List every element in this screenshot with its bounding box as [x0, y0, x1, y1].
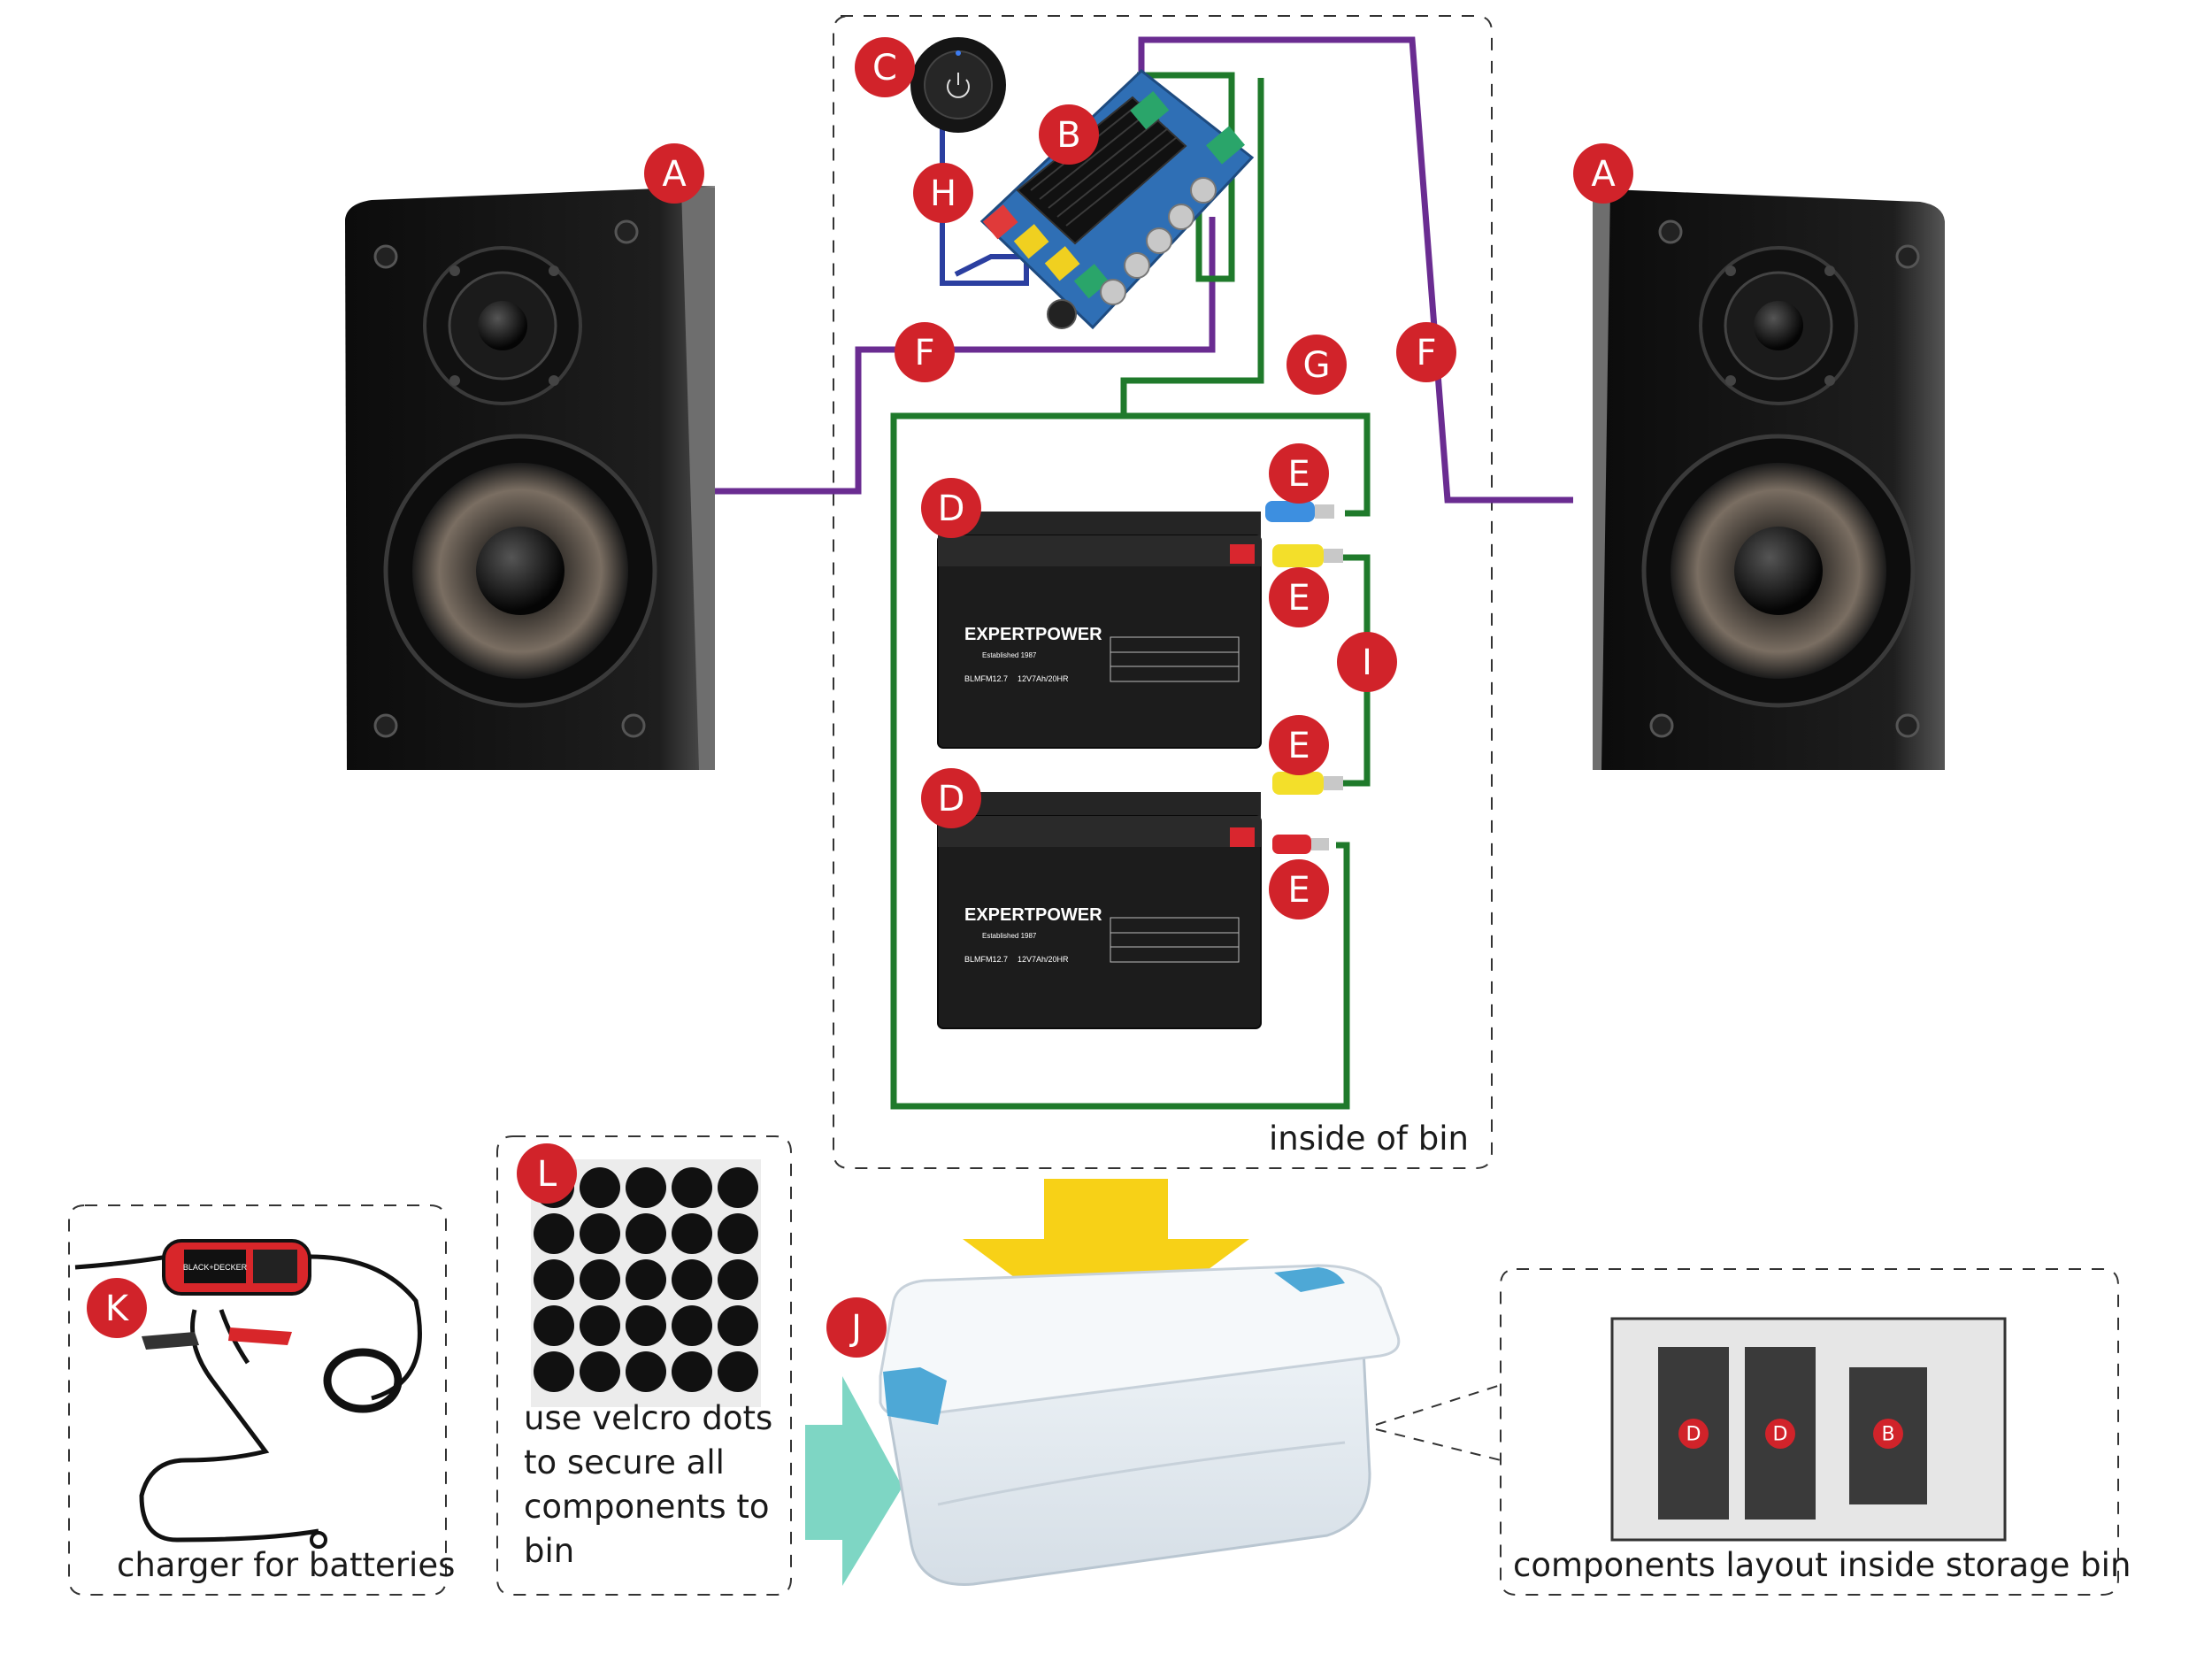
battery-rating-2: 12V7Ah/20HR	[1018, 955, 1069, 964]
battery-model-2: BLMFM12.7	[964, 955, 1008, 964]
label-a-left: A	[662, 154, 687, 195]
velcro-dot	[718, 1213, 758, 1254]
label-e-4: E	[1287, 870, 1310, 911]
right-speaker	[1593, 188, 1945, 770]
battery-brand-2: EXPERTPOWER	[964, 905, 1102, 925]
velcro-dot	[626, 1305, 666, 1346]
charger-caption: charger for batteries	[117, 1546, 456, 1584]
battery-brand: EXPERTPOWER	[964, 625, 1102, 644]
label-i: I	[1362, 642, 1372, 683]
label-e-2: E	[1287, 578, 1310, 619]
label-f-right: F	[1416, 333, 1436, 373]
speaker-wires	[715, 36, 1573, 504]
label-f-left: F	[914, 333, 934, 373]
inside-bin-caption: inside of bin	[1269, 1120, 1469, 1158]
down-arrow	[963, 1179, 1249, 1345]
label-g: G	[1303, 345, 1331, 386]
terminal-yellow-icon-1	[1272, 544, 1343, 567]
inside-bin-frame	[833, 15, 1493, 1169]
label-d-top: D	[938, 489, 965, 529]
velcro-dot	[580, 1351, 620, 1392]
battery-rating: 12V7Ah/20HR	[1018, 674, 1069, 683]
velcro-dot	[534, 1305, 574, 1346]
terminal-blue-icon	[1265, 501, 1334, 522]
power-button-icon	[910, 37, 1006, 133]
label-l: L	[537, 1154, 557, 1195]
label-e-1: E	[1287, 454, 1310, 495]
velcro-dot	[534, 1213, 574, 1254]
battery-bottom: EXPERTPOWER Established 1987 BLMFM12.7 1…	[937, 792, 1262, 1029]
velcro-dot	[580, 1305, 620, 1346]
label-c: C	[872, 48, 897, 88]
layout-leader	[1375, 1384, 1502, 1461]
velcro-dot	[672, 1167, 712, 1208]
velcro-dot	[718, 1259, 758, 1300]
charger-brand: BLACK+DECKER	[183, 1263, 248, 1272]
velcro-dot	[672, 1259, 712, 1300]
bin-layout-diagram: D D B	[1610, 1317, 2007, 1542]
component-labels: A A C B H F F G D D E E E E I J K L	[87, 37, 1633, 1358]
velcro-dot	[672, 1305, 712, 1346]
velcro-dot	[580, 1213, 620, 1254]
layout-frame	[1500, 1268, 2119, 1596]
velcro-dot	[626, 1259, 666, 1300]
label-a-right: A	[1591, 154, 1616, 195]
velcro-dot	[580, 1259, 620, 1300]
layout-label-b: B	[1881, 1424, 1894, 1446]
velcro-dot	[580, 1167, 620, 1208]
velcro-dots-icon	[531, 1159, 761, 1407]
velcro-dot	[672, 1351, 712, 1392]
battery-model: BLMFM12.7	[964, 674, 1008, 683]
battery-top: EXPERTPOWER Established 1987 BLMFM12.7 1…	[937, 512, 1262, 749]
storage-bin-icon	[879, 1264, 1401, 1586]
velcro-dot	[534, 1259, 574, 1300]
left-speaker	[345, 186, 715, 770]
velcro-dot	[718, 1351, 758, 1392]
terminal-red-icon	[1272, 835, 1329, 854]
velcro-dot	[718, 1167, 758, 1208]
label-d-bottom: D	[938, 779, 965, 819]
battery-charger-icon: BLACK+DECKER	[74, 1239, 422, 1549]
velcro-caption: use velcro dots to secure all components…	[524, 1399, 773, 1570]
label-b: B	[1056, 115, 1080, 156]
label-e-3: E	[1287, 726, 1310, 766]
velcro-dot	[626, 1213, 666, 1254]
right-arrow	[805, 1376, 902, 1586]
label-h: H	[930, 173, 956, 214]
label-j: J	[849, 1308, 862, 1349]
layout-label-d2: D	[1773, 1424, 1788, 1446]
battery-established: Established 1987	[982, 651, 1037, 659]
velcro-dot	[626, 1351, 666, 1392]
amplifier-board	[979, 69, 1255, 330]
velcro-dot	[672, 1213, 712, 1254]
velcro-dot	[534, 1351, 574, 1392]
crimp-terminals	[1265, 501, 1343, 854]
layout-caption: components layout inside storage bin	[1513, 1546, 2131, 1584]
velcro-dot	[626, 1167, 666, 1208]
layout-label-d1: D	[1686, 1424, 1701, 1446]
label-k: K	[105, 1289, 130, 1329]
velcro-frame	[496, 1135, 792, 1596]
terminal-yellow-icon-2	[1272, 772, 1343, 795]
velcro-dot	[718, 1305, 758, 1346]
battery-established-2: Established 1987	[982, 932, 1037, 940]
